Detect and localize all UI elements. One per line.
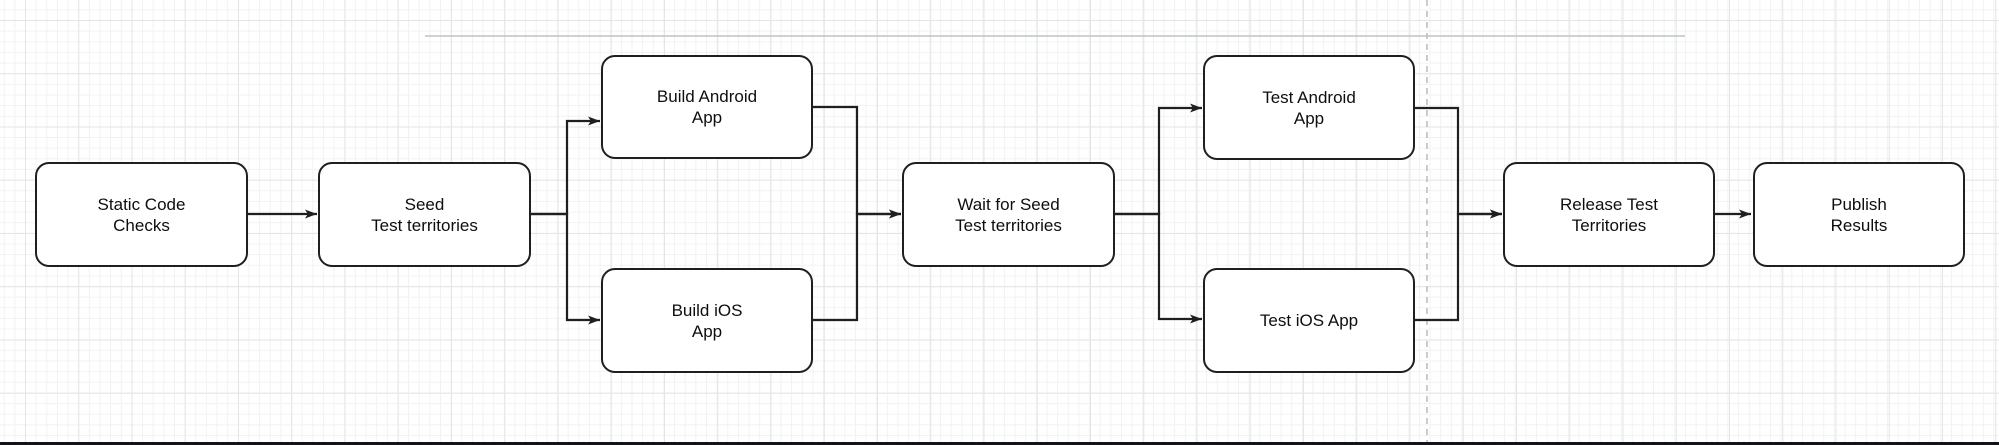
node-label-line: Release Test bbox=[1560, 194, 1658, 214]
node-label-line: Checks bbox=[113, 215, 170, 235]
edge-seed-test-territories-to-build-android-app[interactable] bbox=[531, 116, 600, 216]
node-label-line: Static Code bbox=[97, 194, 186, 214]
edge-test-ios-app-to-release-test-territories[interactable] bbox=[1415, 209, 1502, 322]
node-label-line: Test iOS App bbox=[1259, 311, 1359, 330]
node-test-ios-app[interactable]: Test iOS App bbox=[1203, 268, 1415, 373]
window-bottom-edge bbox=[0, 442, 1999, 445]
node-label-line: Test Android bbox=[1262, 87, 1356, 107]
node-label-line: Results bbox=[1830, 215, 1888, 235]
node-label-line: Test territories bbox=[371, 215, 478, 235]
node-label-line: Seed bbox=[404, 194, 445, 214]
edge-wait-for-seed-test-territories-to-test-android-app[interactable] bbox=[1115, 103, 1202, 216]
edge-seed-test-territories-to-build-ios-app[interactable] bbox=[531, 212, 600, 325]
node-label-line: App bbox=[691, 108, 723, 127]
node-label-line: Build Android bbox=[656, 87, 758, 106]
node-label-line: Publish bbox=[1831, 194, 1887, 214]
node-label-line: App bbox=[1293, 108, 1325, 128]
node-label-line: Territories bbox=[1571, 215, 1647, 235]
edge-build-android-app-to-wait-for-seed-test-territories[interactable] bbox=[813, 105, 901, 219]
edge-build-ios-app-to-wait-for-seed-test-territories[interactable] bbox=[813, 209, 901, 322]
node-label-line: App bbox=[691, 321, 723, 341]
node-label-line: Build iOS bbox=[671, 300, 743, 320]
node-label-line: Test territories bbox=[955, 215, 1062, 235]
edge-wait-for-seed-test-territories-to-test-ios-app[interactable] bbox=[1115, 212, 1202, 324]
edge-test-android-app-to-release-test-territories[interactable] bbox=[1415, 106, 1502, 219]
node-label-line: Wait for Seed bbox=[957, 194, 1060, 214]
